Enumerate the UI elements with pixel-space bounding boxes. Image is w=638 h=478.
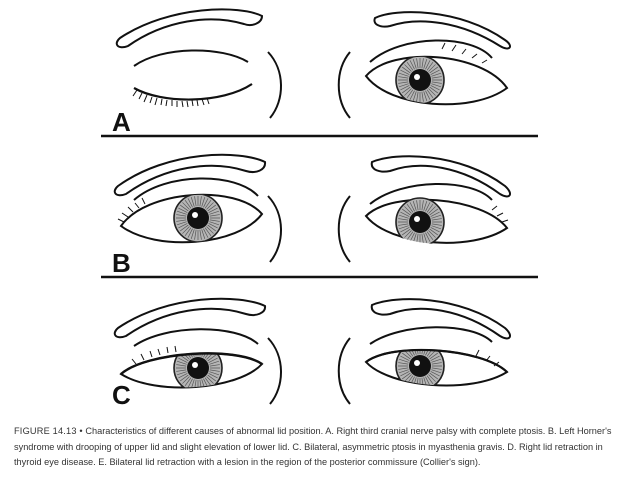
panel-c: C <box>112 297 511 405</box>
figure-number: FIGURE 14.13 • <box>14 426 83 436</box>
figure-caption: FIGURE 14.13 • Characteristics of differ… <box>14 424 628 471</box>
panel-a: A <box>112 8 511 137</box>
nose-line-left <box>337 195 351 263</box>
nose-line-right <box>267 337 282 405</box>
right-brow <box>113 153 267 197</box>
right-brow <box>113 297 267 339</box>
nose-line-left <box>337 337 351 405</box>
left-eye-open <box>364 183 509 245</box>
right-eye-droop <box>119 328 264 389</box>
left-brow <box>373 11 511 50</box>
panel-label-b: B <box>112 248 131 278</box>
left-eye-droop <box>364 326 509 387</box>
left-brow <box>370 155 511 198</box>
left-brow <box>370 298 511 340</box>
nose-line-right <box>267 51 282 119</box>
nose-line-left <box>337 51 351 119</box>
left-eye-open <box>364 39 509 106</box>
panel-label-a: A <box>112 107 131 137</box>
caption-text: Characteristics of different causes of a… <box>14 426 612 467</box>
right-eye-closed <box>132 49 253 108</box>
right-brow <box>115 8 264 49</box>
panel-b: B <box>112 153 511 278</box>
right-eye-open <box>117 177 264 244</box>
eye-figure: A B <box>101 8 538 405</box>
panel-label-c: C <box>112 380 131 405</box>
nose-line-right <box>267 195 282 263</box>
